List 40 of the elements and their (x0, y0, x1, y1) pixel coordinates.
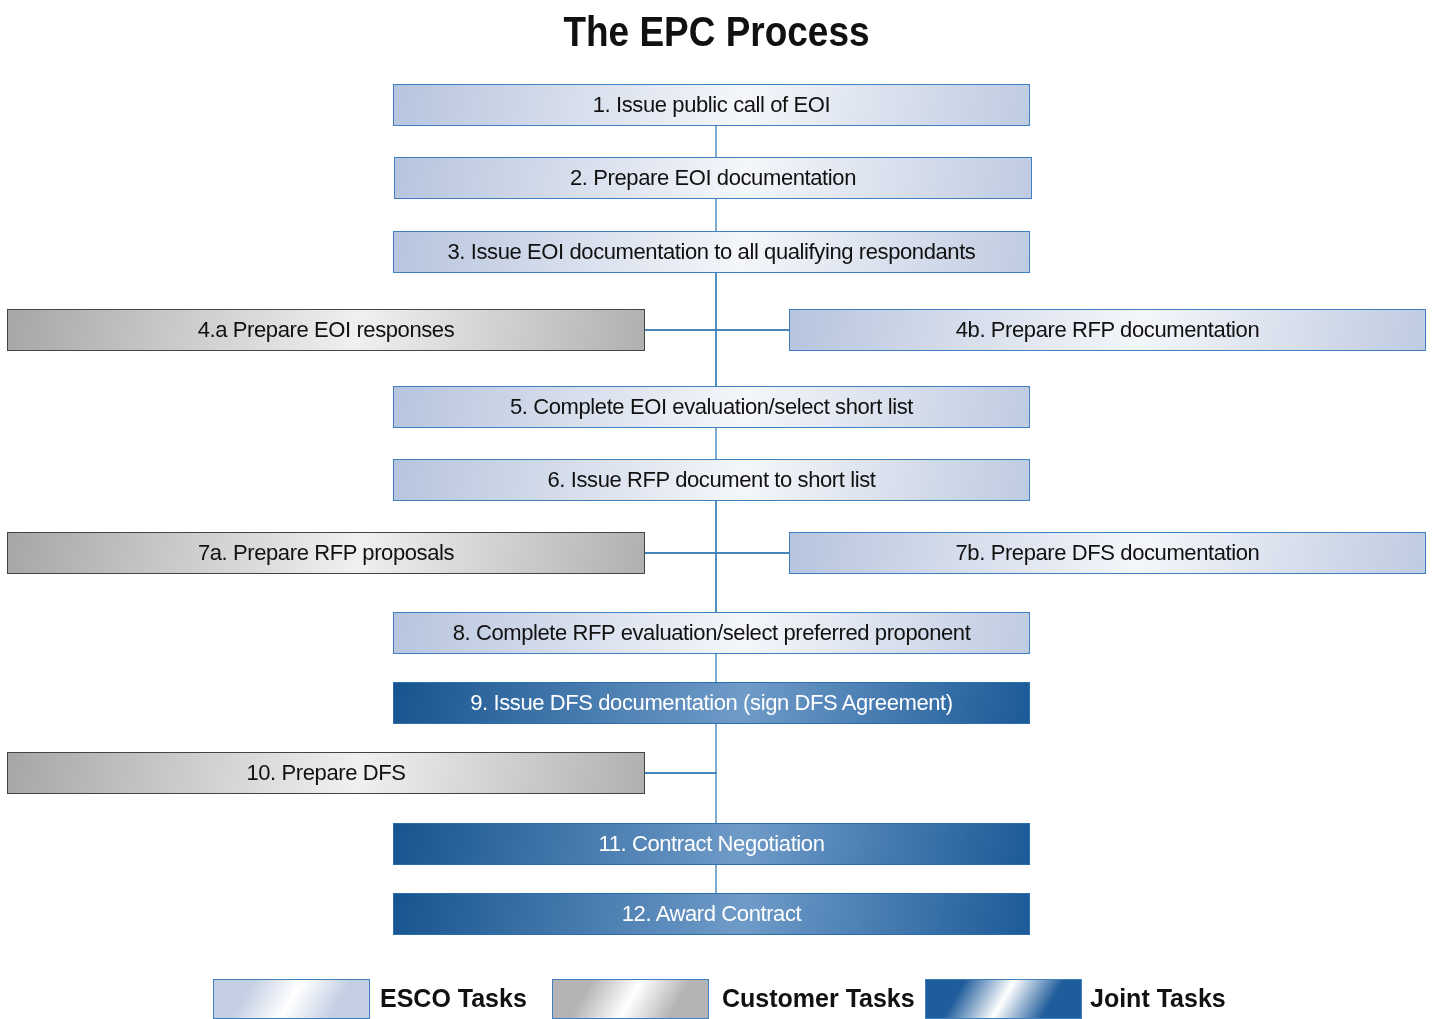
connector-line (644, 772, 717, 824)
task-label: 6. Issue RFP document to short list (547, 467, 876, 493)
task-box (393, 893, 1030, 935)
task-label: 7a. Prepare RFP proposals (197, 540, 455, 566)
task-box (393, 823, 1030, 865)
task-label: 5. Complete EOI evaluation/select short list (509, 394, 913, 420)
connector-line (715, 198, 717, 232)
task-box (393, 459, 1030, 501)
connector-line (715, 329, 790, 387)
task-box (789, 309, 1426, 351)
task-box (7, 752, 645, 794)
connector-line (715, 653, 717, 683)
task-label: 4.a Prepare EOI responses (197, 317, 455, 343)
task-label: 10. Prepare DFS (246, 760, 406, 786)
task-label: 7b. Prepare DFS documentation (955, 540, 1260, 566)
task-label: 11. Contract Negotiation (598, 831, 825, 857)
task-box (393, 84, 1030, 126)
legend-label: Joint Tasks (1090, 984, 1226, 1013)
task-label: 8. Complete RFP evaluation/select preferred proponent (452, 620, 971, 646)
legend-label: Customer Tasks (722, 984, 915, 1013)
task-label: 12. Award Contract (621, 901, 802, 927)
connector-line (715, 125, 717, 158)
task-box (394, 157, 1032, 199)
diagram-title: The EPC Process (562, 8, 871, 56)
task-label: 1. Issue public call of EOI (592, 92, 831, 118)
task-box (393, 612, 1030, 654)
task-box (7, 309, 645, 351)
task-box (789, 532, 1426, 574)
task-label: 2. Prepare EOI documentation (570, 165, 856, 191)
task-box (7, 532, 645, 574)
task-label: 3. Issue EOI documentation to all qualifying respondants (447, 239, 976, 265)
task-label: 4b. Prepare RFP documentation (955, 317, 1260, 343)
connector-line (715, 427, 717, 460)
task-label: 9. Issue DFS documentation (sign DFS Agreement) (470, 690, 953, 716)
task-box (393, 682, 1030, 724)
connector-line (715, 552, 790, 613)
legend-label: ESCO Tasks (380, 984, 527, 1013)
task-box (393, 231, 1030, 273)
task-box (393, 386, 1030, 428)
connector-line (715, 864, 717, 894)
